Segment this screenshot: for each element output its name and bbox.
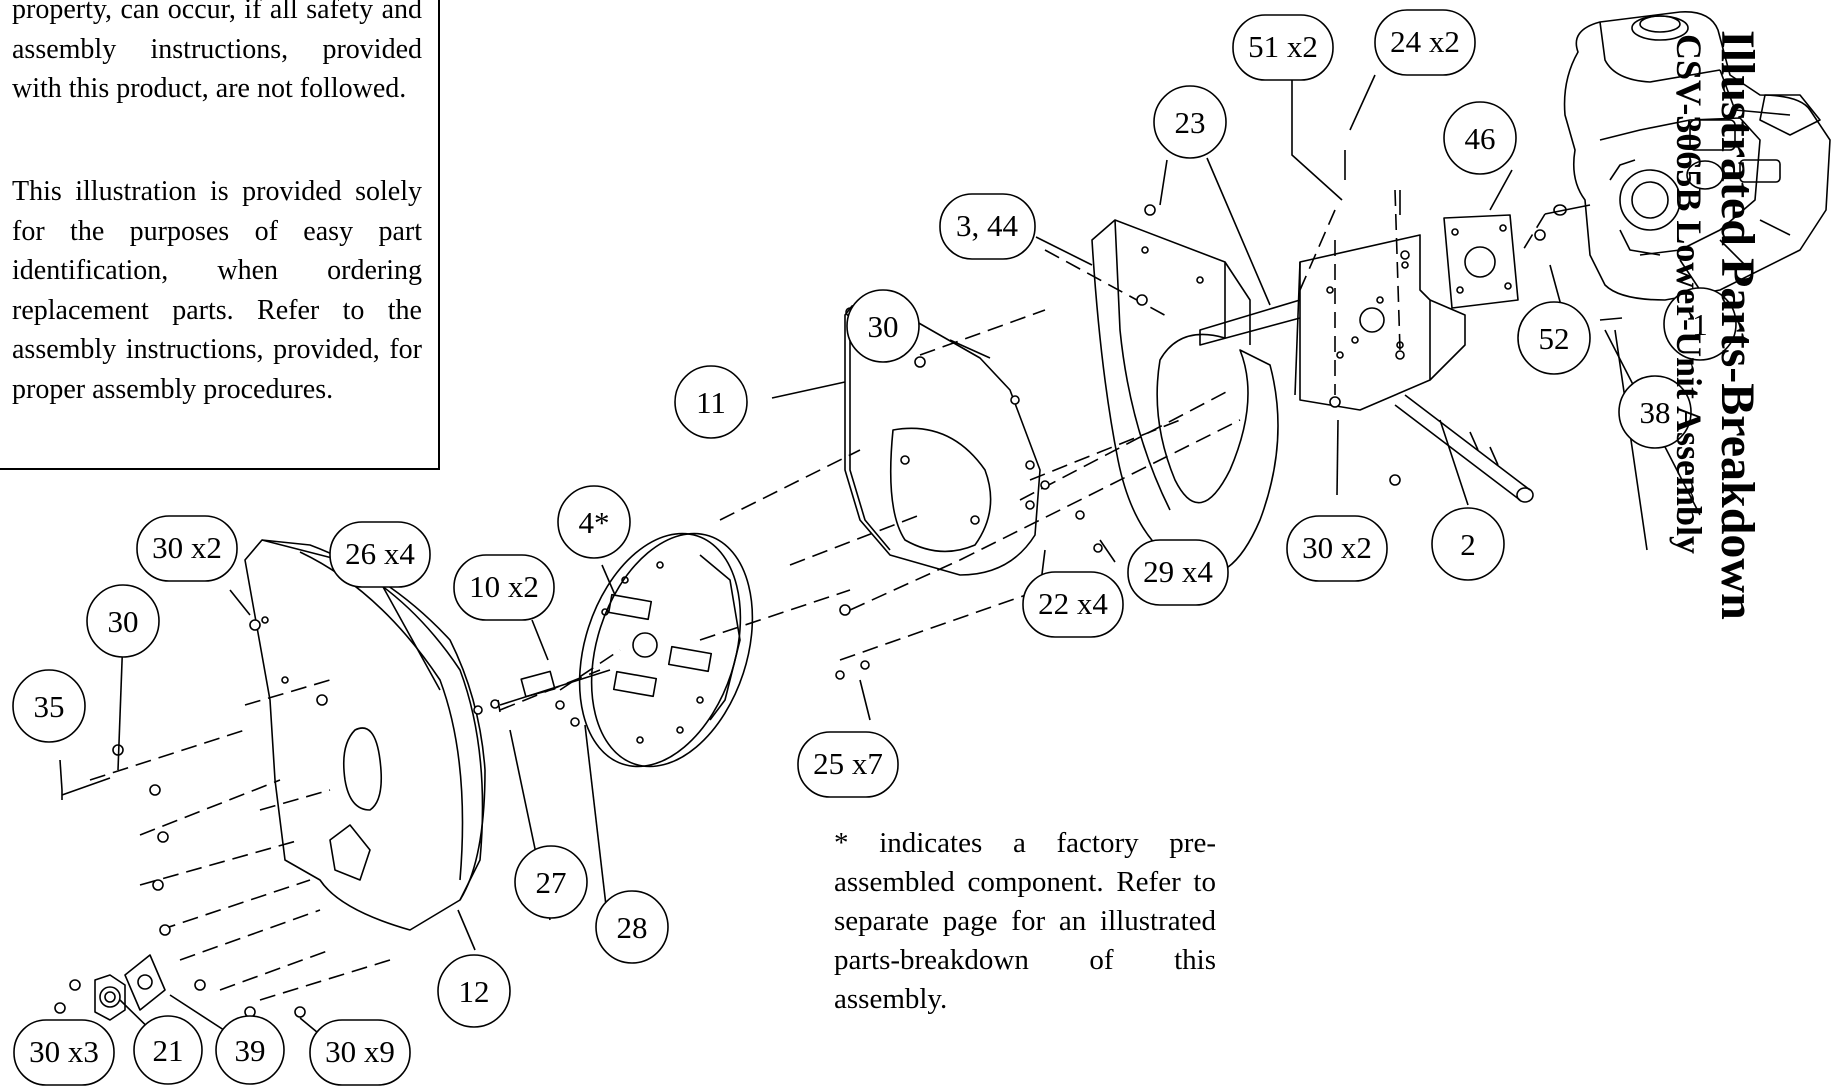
callout-4-star: 4* xyxy=(557,485,631,559)
title-line-2: CSV-3065B Lower-Unit Assembly xyxy=(1669,34,1709,554)
callout-label: 52 xyxy=(1539,321,1570,356)
fan-housing xyxy=(1091,219,1279,576)
callout-label: 2 xyxy=(1460,527,1476,562)
callout-30x3: 30 x3 xyxy=(13,1019,115,1086)
callout-52: 52 xyxy=(1517,301,1591,375)
callout-label: 11 xyxy=(696,385,726,420)
page-title: Illustrated Parts-Breakdown CSV-3065B Lo… xyxy=(1669,30,1764,1050)
flange-plate-46 xyxy=(1443,214,1519,309)
key-38 xyxy=(1599,317,1623,321)
callout-30-left: 30 xyxy=(86,584,160,658)
callout-46: 46 xyxy=(1443,101,1517,175)
hardware-fasteners xyxy=(54,204,1546,1036)
callout-label: 30 xyxy=(108,604,139,639)
callout-30x9: 30 x9 xyxy=(309,1019,411,1086)
callout-label: 30 x3 xyxy=(29,1034,99,1069)
callout-label: 12 xyxy=(459,974,490,1009)
callout-30x2-right: 30 x2 xyxy=(1286,515,1388,582)
callout-30x2-left: 30 x2 xyxy=(136,515,238,582)
drive-shaft xyxy=(1394,394,1534,503)
callout-label: 38 xyxy=(1640,395,1671,430)
callout-label: 26 x4 xyxy=(345,536,415,571)
callout-30-top: 30 xyxy=(846,289,920,363)
footnote-text: * indicates a factory pre-assembled comp… xyxy=(834,827,1216,1015)
callout-24x2: 24 x2 xyxy=(1374,9,1476,76)
callout-label: 1 xyxy=(1692,307,1708,342)
callout-12: 12 xyxy=(437,954,511,1028)
callout-27: 27 xyxy=(514,845,588,919)
callout-29x4: 29 x4 xyxy=(1127,539,1229,606)
impeller-4 xyxy=(578,532,754,768)
engine-illustration xyxy=(1544,11,1831,301)
callout-label: 51 x2 xyxy=(1248,29,1318,64)
callout-label: 23 xyxy=(1175,105,1206,140)
notice-paragraph-1: property, can occur, if all safety and a… xyxy=(12,0,422,104)
engine-bracket xyxy=(1199,234,1466,411)
callout-label: 10 x2 xyxy=(469,569,539,604)
callout-label: 35 xyxy=(34,689,65,724)
callout-label: 30 x2 xyxy=(1302,530,1372,565)
callout-35: 35 xyxy=(12,669,86,743)
bolt-35 xyxy=(61,777,111,800)
callout-label: 24 x2 xyxy=(1390,24,1460,59)
callout-label: 28 xyxy=(617,910,648,945)
callout-51x2: 51 x2 xyxy=(1232,14,1334,81)
callout-label: 46 xyxy=(1465,121,1496,156)
callout-label: 4* xyxy=(579,505,610,540)
callout-38: 38 xyxy=(1618,375,1692,449)
callout-label: 39 xyxy=(235,1033,266,1068)
callout-39: 39 xyxy=(215,1015,285,1085)
spacer-block-10 xyxy=(520,670,556,698)
callout-11: 11 xyxy=(674,365,748,439)
safety-notice-box: property, can occur, if all safety and a… xyxy=(0,0,440,470)
callout-label: 22 x4 xyxy=(1038,586,1108,621)
callout-1: 1 xyxy=(1663,287,1737,361)
callout-10x2: 10 x2 xyxy=(453,554,555,621)
callout-26x4: 26 x4 xyxy=(329,521,431,588)
callout-2: 2 xyxy=(1431,507,1505,581)
callout-25x7: 25 x7 xyxy=(797,731,899,798)
callout-label: 29 x4 xyxy=(1143,554,1213,589)
notice-paragraph-2: This illustration is provided solely for… xyxy=(12,176,422,405)
callout-23: 23 xyxy=(1153,85,1227,159)
callout-label: 30 x9 xyxy=(325,1034,395,1069)
callout-28: 28 xyxy=(595,890,669,964)
callout-label: 3, 44 xyxy=(956,208,1019,243)
bolt-24 xyxy=(1344,150,1401,215)
callout-label: 30 x2 xyxy=(152,530,222,565)
callout-label: 21 xyxy=(153,1033,184,1068)
callouts: 51 x2 24 x2 23 46 3, 44 30 xyxy=(12,9,1737,1086)
callout-label: 27 xyxy=(536,865,567,900)
callout-label: 30 xyxy=(868,309,899,344)
bearing-21 xyxy=(94,974,126,1021)
front-housing-12 xyxy=(244,539,486,931)
callout-22x4: 22 x4 xyxy=(1022,571,1124,638)
bearing-plate-39 xyxy=(124,954,166,1011)
callout-21: 21 xyxy=(133,1015,203,1085)
title-line-1: Illustrated Parts-Breakdown xyxy=(1711,30,1764,620)
callout-label: 25 x7 xyxy=(813,746,883,781)
callout-3-44: 3, 44 xyxy=(939,193,1036,260)
assembly-lines xyxy=(89,189,1546,1001)
